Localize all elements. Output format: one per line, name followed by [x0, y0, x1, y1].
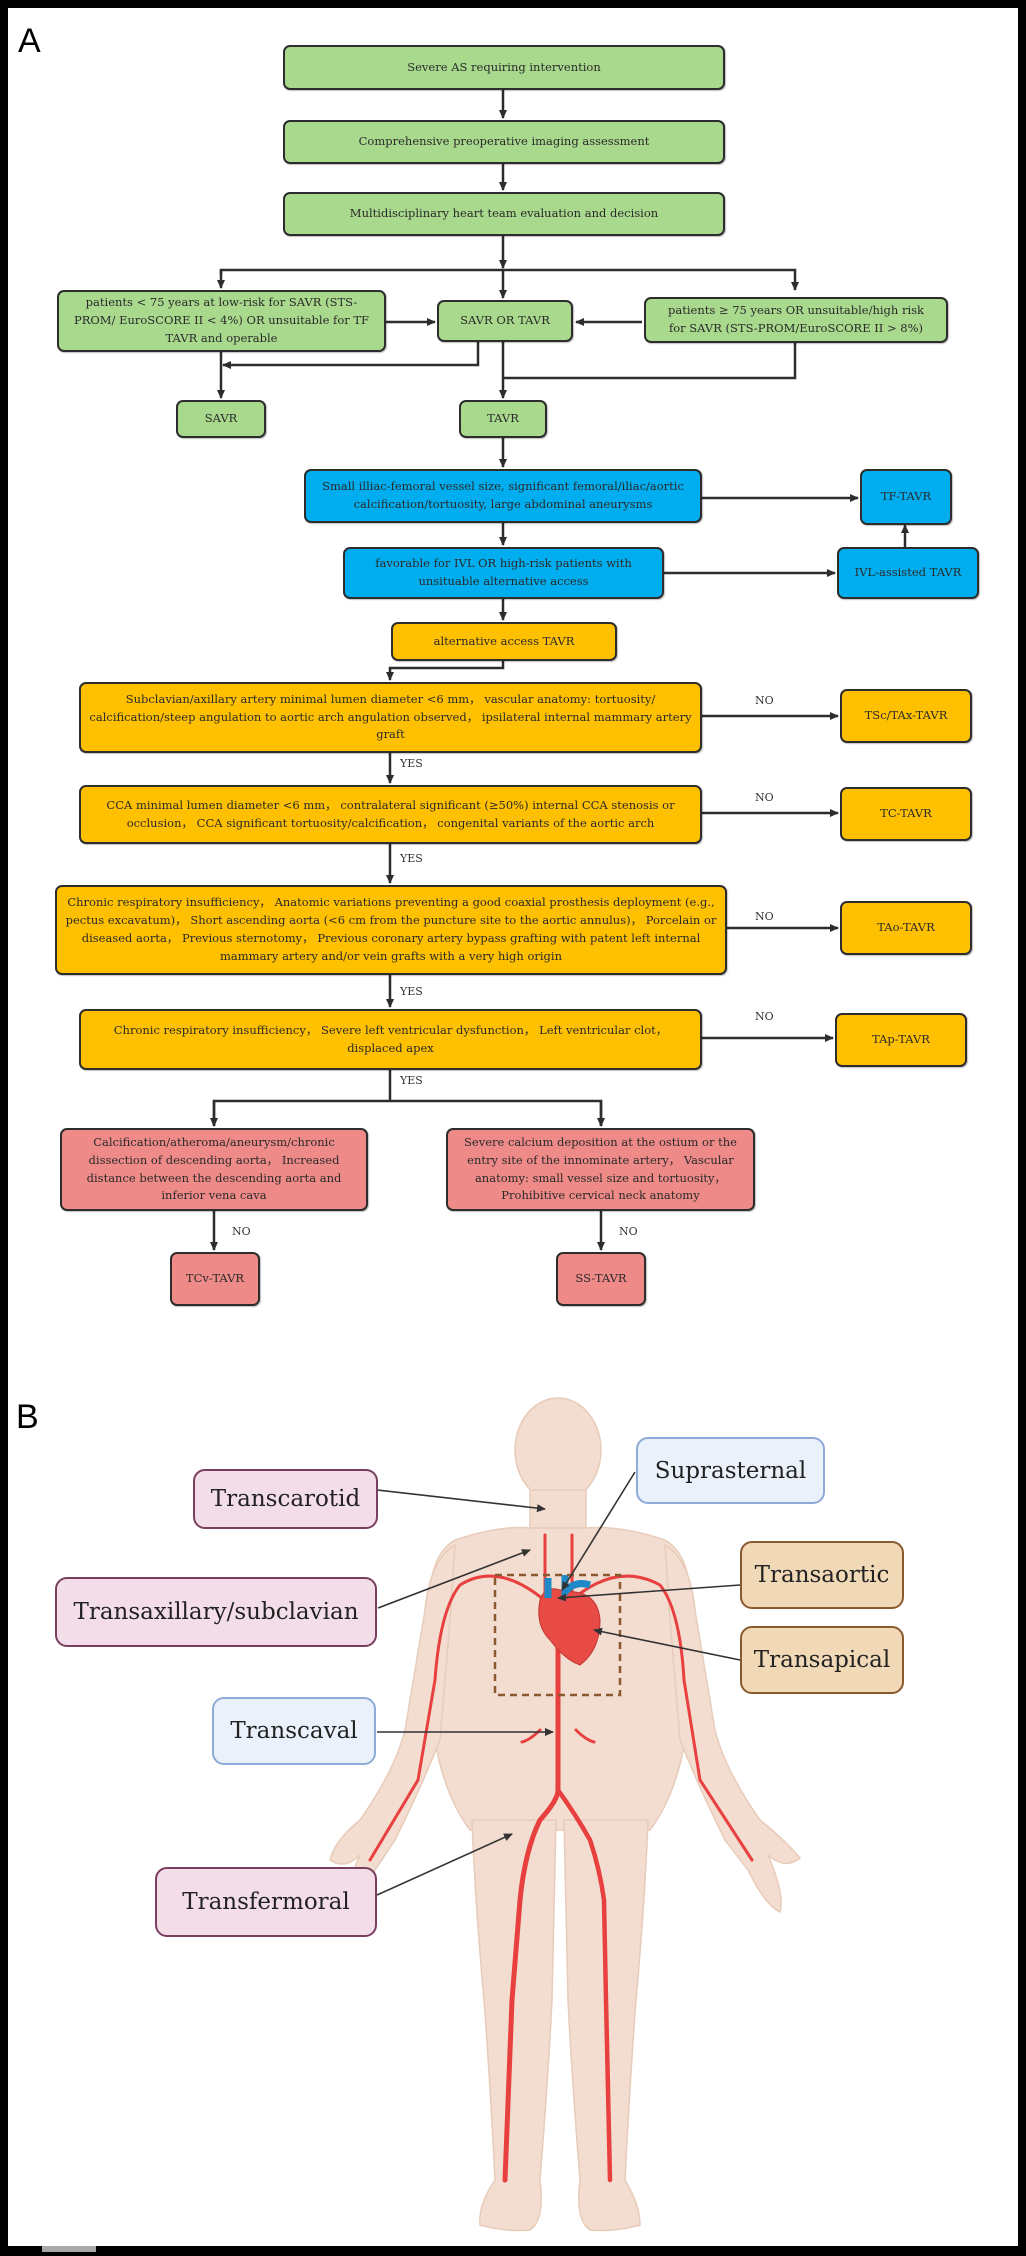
- node-cca-check: CCA minimal lumen diameter <6 mm， contra…: [79, 785, 702, 844]
- node-aortic-check: Chronic respiratory insufficiency， Anato…: [55, 885, 727, 975]
- node-low-risk: patients < 75 years at low-risk for SAVR…: [57, 290, 386, 352]
- node-tao-tavr: TAo-TAVR: [840, 901, 972, 955]
- node-apical-check: Chronic respiratory insufficiency， Sever…: [79, 1009, 702, 1070]
- route-pointers: [376, 1471, 741, 1896]
- panel-b-label: B: [16, 1398, 39, 1436]
- node-tcv-tavr: TCv-TAVR: [170, 1252, 260, 1306]
- edge-label-no: NO: [755, 694, 774, 707]
- node-imaging-assessment: Comprehensive preoperative imaging asses…: [283, 120, 725, 164]
- node-tap-tavr: TAp-TAVR: [835, 1013, 967, 1067]
- node-high-risk: patients ≥ 75 years OR unsuitable/high r…: [644, 297, 948, 343]
- node-savr-or-tavr: SAVR OR TAVR: [437, 300, 573, 342]
- edge-label-yes: YES: [400, 852, 423, 865]
- pointer-transfemoral: [376, 1833, 513, 1896]
- flowchart-connectors: [210, 90, 909, 1251]
- horizontal-scrollbar-thumb[interactable]: [42, 2246, 96, 2252]
- node-severe-as: Severe AS requiring intervention: [283, 45, 725, 90]
- edge-label-yes: YES: [400, 757, 423, 770]
- pointer-transaxillary: [377, 1549, 531, 1609]
- pointer-transapical: [593, 1627, 741, 1661]
- arrow-alt-access-to-subclavian: [386, 660, 505, 681]
- route-transaortic: Transaortic: [740, 1541, 904, 1609]
- node-subclavian-check: Subclavian/axillary artery minimal lumen…: [79, 682, 702, 753]
- arrow-savr-or-tavr-to-savr: [222, 340, 480, 369]
- node-alternative-access: alternative access TAVR: [391, 622, 617, 661]
- heart-icon: [538, 1575, 601, 1666]
- node-ivl-check: favorable for IVL OR high-risk patients …: [343, 547, 664, 599]
- pointer-suprasternal: [561, 1471, 636, 1591]
- edge-label-no: NO: [619, 1225, 638, 1238]
- route-transapical: Transapical: [740, 1626, 904, 1694]
- panel-a-label: A: [18, 22, 41, 60]
- node-tsc-tax-tavr: TSc/TAx-TAVR: [840, 689, 972, 743]
- node-iliac-femoral-check: Small illiac-femoral vessel size, signif…: [304, 469, 702, 523]
- node-savr: SAVR: [176, 400, 266, 438]
- route-transcarotid: Transcarotid: [193, 1469, 378, 1529]
- node-tf-tavr: TF-TAVR: [860, 469, 952, 525]
- node-heart-team: Multidisciplinary heart team evaluation …: [283, 192, 725, 236]
- body-silhouette: [329, 1397, 802, 2232]
- edge-label-no: NO: [755, 910, 774, 923]
- pointer-transaortic: [557, 1584, 741, 1602]
- node-tavr: TAVR: [459, 400, 547, 438]
- node-ss-tavr: SS-TAVR: [556, 1252, 646, 1306]
- route-transcaval: Transcaval: [212, 1697, 376, 1765]
- node-tc-tavr: TC-TAVR: [840, 787, 972, 841]
- edge-label-no: NO: [755, 1010, 774, 1023]
- edge-label-no: NO: [232, 1225, 251, 1238]
- node-ivl-assisted-tavr: IVL-assisted TAVR: [837, 547, 979, 599]
- node-suprasternal-check: Severe calcium deposition at the ostium …: [446, 1128, 755, 1211]
- edge-label-yes: YES: [400, 985, 423, 998]
- route-transfemoral: Transfermoral: [155, 1867, 377, 1937]
- route-suprasternal: Suprasternal: [636, 1437, 825, 1504]
- pointer-transcarotid: [376, 1489, 546, 1513]
- arrow-high-risk-to-tavr: [503, 342, 797, 380]
- edge-label-no: NO: [755, 791, 774, 804]
- route-transaxillary-subclavian: Transaxillary/subclavian: [55, 1577, 377, 1647]
- edge-label-yes: YES: [400, 1074, 423, 1087]
- node-caval-check: Calcification/atheroma/aneurysm/chronic …: [60, 1128, 368, 1211]
